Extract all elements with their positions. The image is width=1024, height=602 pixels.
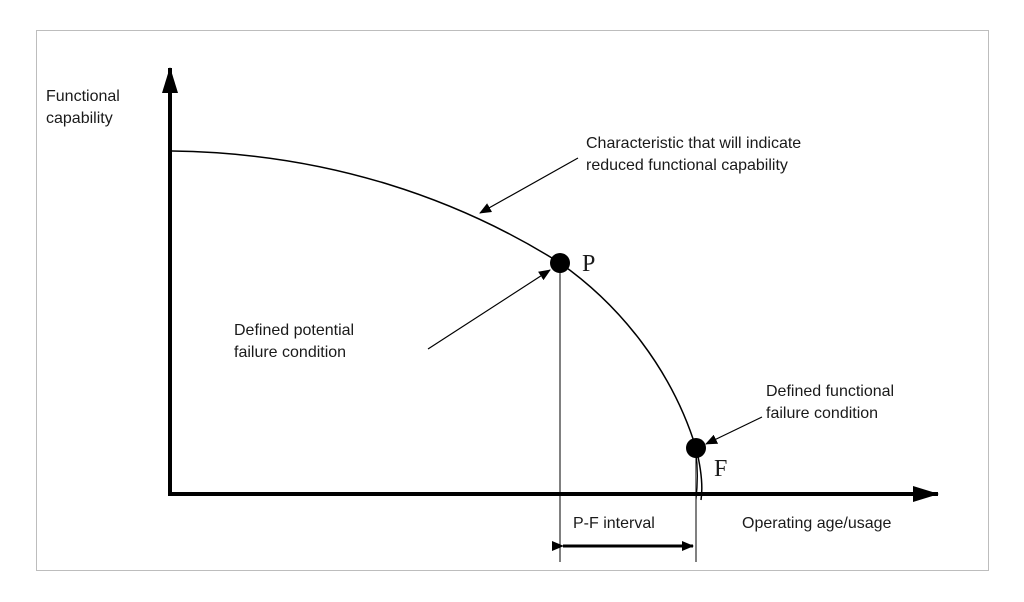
point-f bbox=[686, 438, 706, 458]
y-axis-label-line2: capability bbox=[46, 110, 113, 127]
potential-label-line1: Defined potential bbox=[234, 322, 354, 339]
functional-label-line1: Defined functional bbox=[766, 383, 894, 400]
functional-label-line2: failure condition bbox=[766, 405, 878, 422]
diagram-frame bbox=[36, 30, 989, 571]
functional-arrow bbox=[705, 416, 763, 445]
point-p-label: P bbox=[582, 251, 595, 277]
potential-label-line2: failure condition bbox=[234, 344, 346, 361]
x-axis-label: Operating age/usage bbox=[742, 515, 892, 532]
potential-arrow bbox=[427, 269, 551, 350]
characteristic-label-line1: Characteristic that will indicate bbox=[586, 135, 801, 152]
y-axis-label-line1: Functional bbox=[46, 88, 120, 105]
pf-interval-label: P-F interval bbox=[573, 515, 655, 532]
point-f-label: F bbox=[714, 456, 727, 482]
characteristic-label-line2: reduced functional capability bbox=[586, 157, 788, 174]
characteristic-arrow bbox=[479, 157, 579, 214]
point-p bbox=[550, 253, 570, 273]
